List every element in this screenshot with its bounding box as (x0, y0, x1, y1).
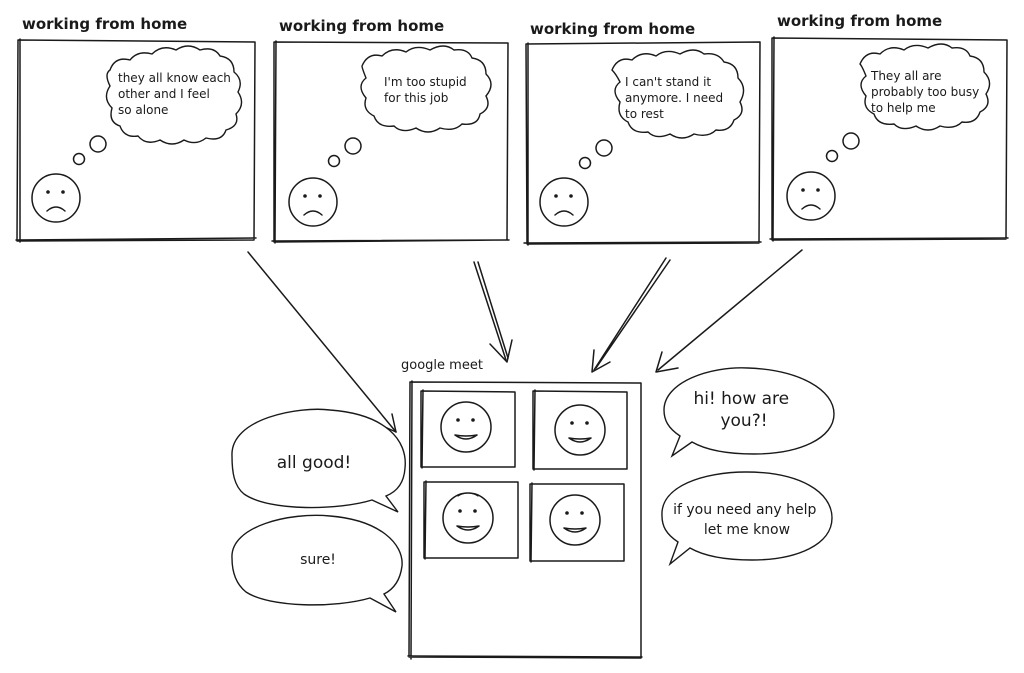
panel-2: working from home I'm too stupid for thi… (271, 17, 510, 244)
thought-bubble-1 (105, 45, 243, 145)
thought-bubble-4 (859, 43, 991, 131)
thought-dot (842, 132, 860, 150)
speech-bubble-need-help: if you need any help let me know (661, 471, 833, 567)
participant-tile (420, 389, 516, 469)
speech-bubble-sure: sure! (231, 514, 403, 613)
happy-face-icon (442, 492, 494, 544)
thought-bubble-2 (360, 45, 492, 133)
happy-face-icon (549, 494, 601, 546)
thought-dot (595, 139, 613, 157)
thought-bubble-3 (611, 49, 745, 139)
panel-1: working from home they all know each oth… (15, 15, 257, 243)
participant-tile (532, 389, 628, 471)
google-meet-window: google meet (401, 358, 643, 660)
arrow-panel-1-to-meet (247, 251, 397, 433)
panel-3-title: working from home (530, 20, 695, 38)
panel-1-title: working from home (22, 15, 187, 33)
sad-face-icon (539, 177, 589, 227)
thought-text-1: they all know each other and I feel so a… (118, 71, 235, 117)
arrow-panel-4-to-meet (655, 249, 803, 373)
thought-dot (72, 152, 86, 166)
sad-face-icon (288, 177, 338, 227)
happy-face-icon (554, 404, 606, 456)
thought-text-4: They all are probably too busy to help m… (870, 69, 983, 115)
panel-4-title: working from home (777, 12, 942, 30)
meet-label: google meet (401, 358, 483, 373)
thought-dot (578, 156, 592, 170)
participant-tile (423, 480, 519, 560)
speech-text-sure: sure! (300, 552, 336, 568)
sad-face-icon (786, 171, 836, 221)
speech-text-all-good: all good! (277, 453, 351, 473)
panel-2-title: working from home (279, 17, 444, 35)
thought-dot (825, 149, 839, 163)
thought-text-3: I can't stand it anymore. I need to rest (625, 75, 727, 121)
speech-bubble-hi-how-are-you: hi! how are you?! (663, 367, 835, 458)
panel-3: working from home I can't stand it anymo… (523, 20, 762, 246)
thought-text-2: I'm too stupid for this job (384, 75, 471, 105)
speech-text-help: if you need any help let me know (673, 502, 821, 538)
panel-4: working from home They all are probably … (769, 12, 1009, 242)
arrow-panel-2-to-meet (473, 261, 513, 363)
thought-dot (344, 137, 362, 155)
arrow-panel-3-to-meet (591, 257, 671, 373)
thought-dot (89, 135, 107, 153)
speech-text-hi: hi! how are you?! (693, 389, 794, 431)
speech-bubble-all-good: all good! (231, 408, 406, 513)
happy-face-icon (440, 401, 492, 453)
participant-tile (529, 482, 625, 563)
thought-dot (327, 154, 341, 168)
arrows (247, 249, 803, 433)
sad-face-icon (31, 173, 81, 223)
